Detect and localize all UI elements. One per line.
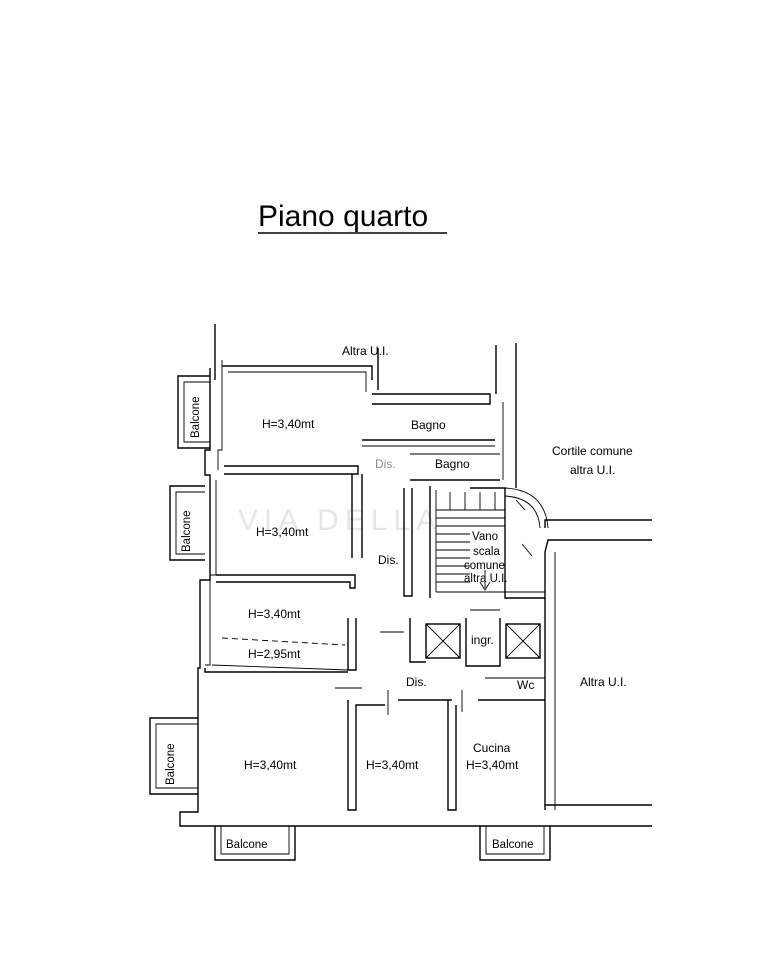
- label-vano-2: scala: [473, 546, 500, 558]
- room-6-height: H=3,40mt: [466, 758, 519, 772]
- room-1-height: H=3,40mt: [262, 417, 315, 431]
- label-vano-3: comune: [464, 560, 505, 572]
- label-balcone-bottom-2: Balcone: [492, 839, 534, 851]
- label-balcone-left-2: Balcone: [181, 510, 193, 552]
- label-bagno-2: Bagno: [435, 457, 470, 471]
- label-bagno-1: Bagno: [411, 418, 446, 432]
- walls: [179, 324, 652, 827]
- label-cucina: Cucina: [473, 741, 511, 755]
- lift-right: [505, 623, 541, 659]
- label-altra-ui-right: Altra U.I.: [580, 675, 627, 689]
- room-3-height-2: H=2,95mt: [248, 647, 301, 661]
- room-4-height: H=3,40mt: [244, 758, 297, 772]
- stair-treads: [436, 487, 549, 591]
- label-altra-ui-top: Altra U.I.: [342, 344, 389, 358]
- label-cortile-1: Cortile comune: [552, 444, 633, 458]
- label-balcone-bottom-1: Balcone: [226, 839, 268, 851]
- room-5-height: H=3,40mt: [366, 758, 419, 772]
- room-2-height: H=3,40mt: [256, 525, 309, 539]
- label-ingr: ingr.: [471, 633, 494, 647]
- label-vano-1: Vano: [472, 531, 498, 543]
- label-dis-bottom: Dis.: [406, 675, 427, 689]
- lift-left: [425, 623, 461, 659]
- label-wc: Wc: [517, 678, 534, 692]
- label-cortile-2: altra U.I.: [570, 463, 615, 477]
- balcone-left-3-shape: [149, 717, 198, 795]
- label-balcone-left-3: Balcone: [165, 743, 177, 785]
- label-vano-4: altra U.I.: [464, 573, 507, 585]
- balcone-left-2-shape: [169, 485, 205, 561]
- label-dis-grey: Dis.: [375, 457, 396, 471]
- room-3-height: H=3,40mt: [248, 607, 301, 621]
- plan-title: Piano quarto: [258, 200, 428, 233]
- watermark: VIA DELLA: [238, 504, 442, 537]
- label-balcone-left-1: Balcone: [190, 396, 202, 438]
- balcone-bottom-1-shape: [214, 826, 296, 861]
- label-dis-center: Dis.: [378, 553, 399, 567]
- balcone-bottom-2-shape: [479, 826, 551, 861]
- balcone-left-1-shape: [177, 375, 210, 449]
